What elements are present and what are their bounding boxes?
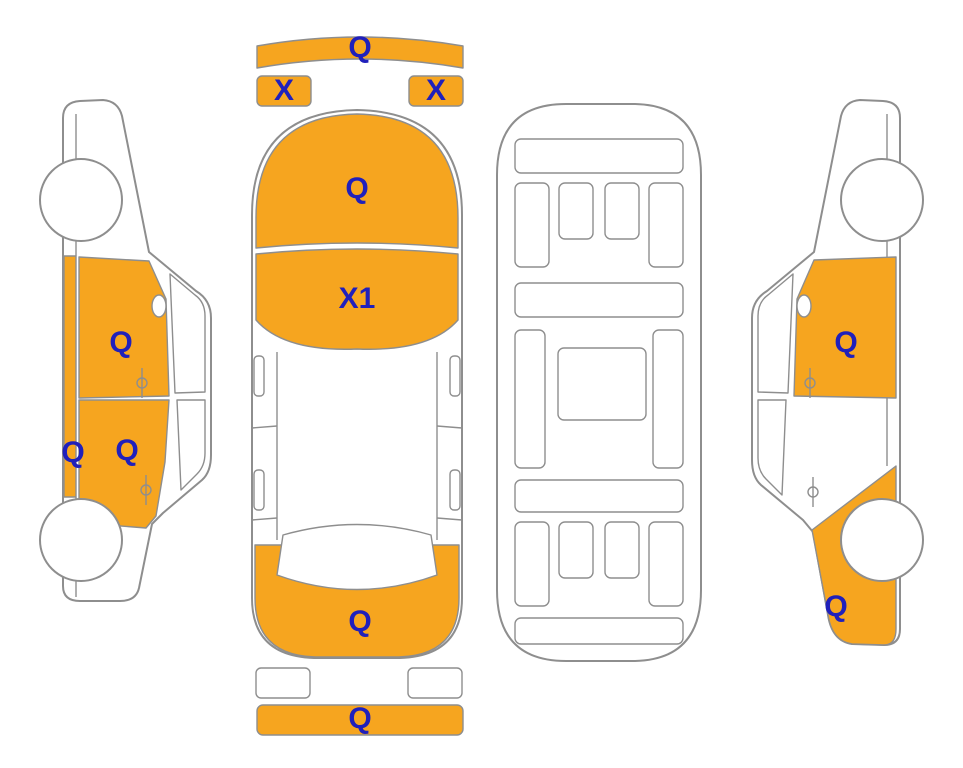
front-bumper-zone[interactable] bbox=[256, 36, 464, 69]
damage-code-left-front-door: Q bbox=[109, 326, 132, 359]
rear-window-top bbox=[276, 523, 438, 591]
car-top-outline bbox=[251, 109, 463, 659]
frame-member bbox=[648, 521, 684, 607]
door-handle-right-front bbox=[449, 355, 461, 397]
windshield-zone[interactable] bbox=[255, 248, 459, 350]
rear-door-handle-icon bbox=[807, 477, 819, 507]
underside-view bbox=[496, 103, 702, 662]
right-side-view: Q Q bbox=[751, 99, 924, 646]
frame-member bbox=[514, 138, 684, 174]
damage-code-rear-bumper: Q bbox=[348, 702, 371, 735]
door-seam bbox=[251, 517, 278, 521]
damage-code-left-rear-door: Q bbox=[115, 434, 138, 467]
frame-member bbox=[558, 521, 594, 579]
rear-bumper-zone[interactable] bbox=[256, 704, 464, 736]
damage-code-left-rocker: Q bbox=[61, 436, 84, 469]
front-door-zone[interactable] bbox=[78, 256, 170, 399]
door-handle-left-front bbox=[253, 355, 265, 397]
taillight-left bbox=[255, 667, 311, 699]
front-door-handle-icon bbox=[136, 368, 148, 398]
frame-member bbox=[604, 521, 640, 579]
headlight-left-zone[interactable] bbox=[256, 75, 312, 107]
front-window bbox=[169, 273, 206, 394]
frame-rail-right bbox=[652, 329, 684, 469]
side-mirror bbox=[151, 294, 167, 318]
frame-member bbox=[604, 182, 640, 240]
front-window bbox=[757, 273, 794, 394]
damage-code-windshield: X1 bbox=[339, 282, 376, 315]
frame-rail-left bbox=[514, 329, 546, 469]
door-handle-left-rear bbox=[253, 469, 265, 511]
damage-code-right-front-door: Q bbox=[834, 326, 857, 359]
front-wheel bbox=[39, 158, 123, 242]
headlight-right-zone[interactable] bbox=[408, 75, 464, 107]
underbody-frame bbox=[514, 138, 684, 645]
center-member bbox=[557, 347, 647, 421]
frame-member bbox=[558, 182, 594, 240]
rear-window bbox=[176, 399, 206, 491]
left-side-view: Q Q Q bbox=[39, 99, 212, 602]
side-mirror bbox=[796, 294, 812, 318]
rear-wheel bbox=[840, 498, 924, 582]
top-view: Q X X Q X1 Q Q bbox=[251, 31, 464, 736]
door-seam bbox=[436, 517, 463, 521]
hood-zone[interactable] bbox=[255, 113, 459, 249]
rear-wheel bbox=[39, 498, 123, 582]
front-door-zone[interactable] bbox=[793, 256, 897, 399]
frame-member bbox=[514, 182, 550, 268]
door-handle-right-rear bbox=[449, 469, 461, 511]
taillight-right bbox=[407, 667, 463, 699]
rear-door-handle-icon bbox=[140, 475, 152, 505]
door-seam bbox=[436, 425, 463, 429]
damage-code-rear-panel: Q bbox=[348, 605, 371, 638]
damage-code-headlight-left: X bbox=[274, 74, 294, 107]
frame-member bbox=[514, 479, 684, 513]
frame-member bbox=[648, 182, 684, 268]
rear-window bbox=[757, 399, 787, 496]
frame-member bbox=[514, 617, 684, 645]
door-seam bbox=[251, 425, 278, 429]
front-wheel bbox=[840, 158, 924, 242]
damage-code-front-bumper: Q bbox=[348, 31, 371, 64]
damage-code-right-rear-fender: Q bbox=[824, 590, 847, 623]
frame-member bbox=[514, 282, 684, 318]
damage-code-hood: Q bbox=[345, 172, 368, 205]
front-door-handle-icon bbox=[804, 368, 816, 398]
damage-code-headlight-right: X bbox=[426, 74, 446, 107]
frame-member bbox=[514, 521, 550, 607]
